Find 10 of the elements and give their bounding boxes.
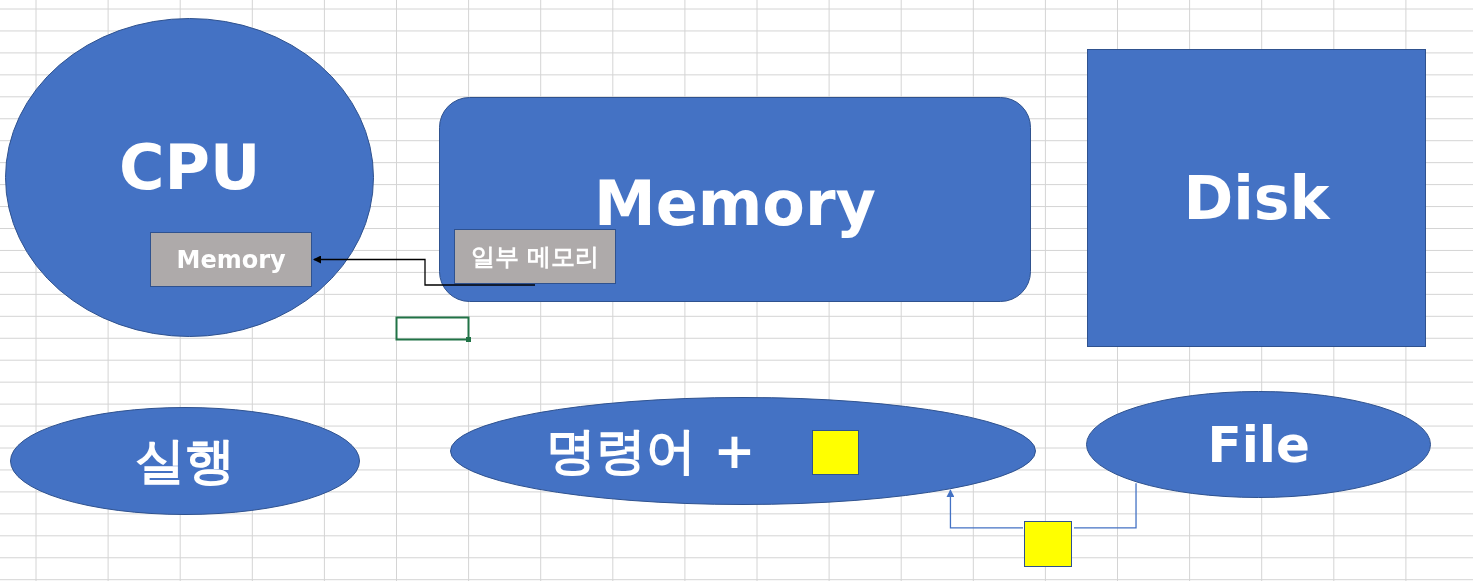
node-label: Memory bbox=[176, 247, 286, 272]
node-label: 명령어 + bbox=[546, 426, 756, 476]
node-label: 일부 메모리 bbox=[471, 244, 600, 269]
connector bbox=[1073, 482, 1137, 529]
node-label: 실행 bbox=[135, 436, 235, 486]
node-label: CPU bbox=[119, 136, 261, 199]
connector bbox=[313, 255, 536, 286]
node-label: File bbox=[1207, 419, 1310, 470]
node-label: Disk bbox=[1183, 168, 1330, 228]
connector bbox=[946, 489, 1024, 529]
